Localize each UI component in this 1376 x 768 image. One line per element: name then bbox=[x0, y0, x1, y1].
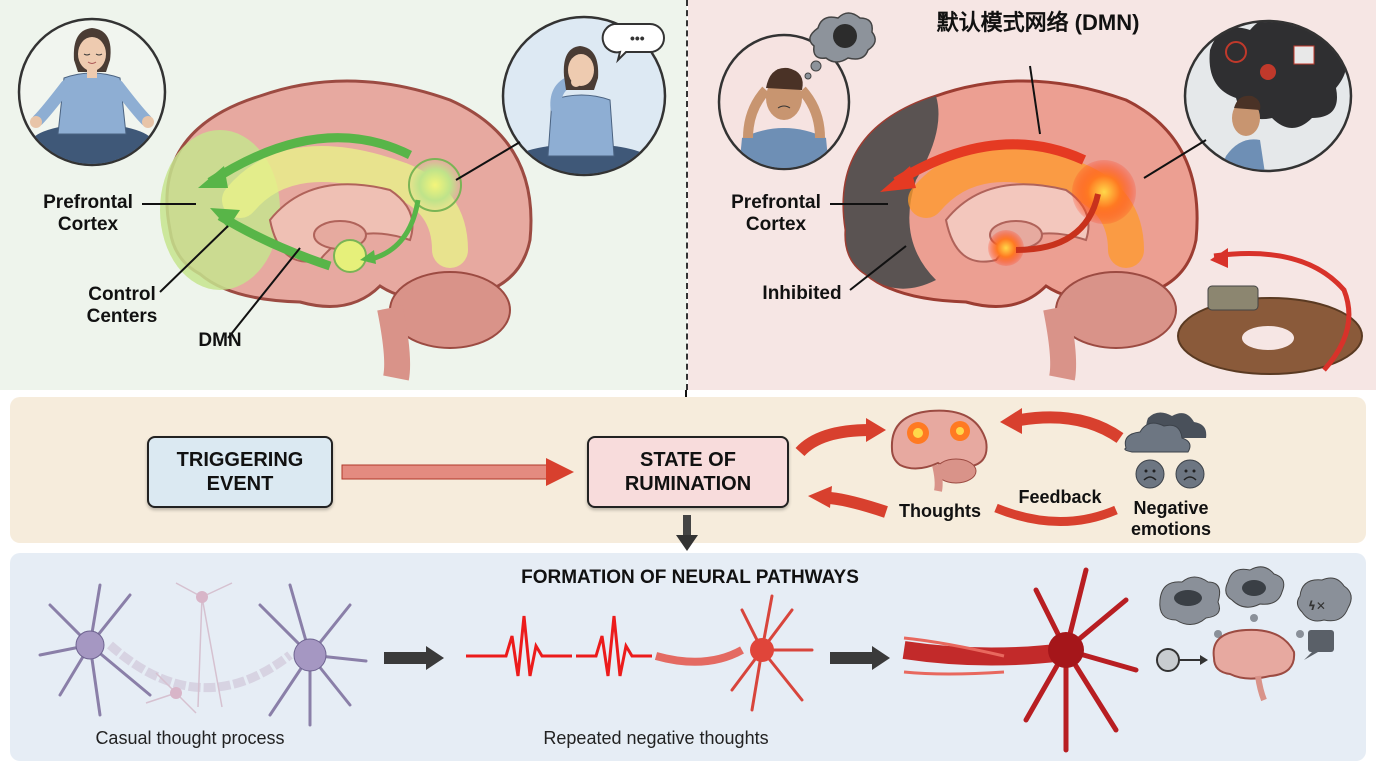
healthy-leader-lines bbox=[142, 141, 693, 424]
triggering-event-box: TRIGGERING EVENT bbox=[147, 436, 333, 508]
healthy-brain-illustration bbox=[160, 79, 533, 381]
trigger-to-rumination-arrow bbox=[341, 458, 574, 486]
label-negative-emotions: Negative emotions bbox=[1130, 498, 1211, 539]
caption-casual-thought: Casual thought process bbox=[95, 728, 285, 748]
svg-text:ϟ✕: ϟ✕ bbox=[1308, 599, 1326, 613]
negative-thoughts-brain-icon: ϟ✕ bbox=[1156, 566, 1352, 702]
storm-clouds-sad-faces-icon bbox=[1124, 412, 1207, 489]
label-prefrontal-cortex-left: Prefrontal Cortex bbox=[43, 192, 133, 235]
meditating-woman-icon bbox=[17, 17, 167, 167]
car-stuck-in-mud-icon bbox=[1177, 248, 1363, 375]
label-dmn-title: 默认模式网络 (DMN) bbox=[936, 10, 1140, 35]
thinking-woman-icon: ••• bbox=[501, 15, 667, 177]
caption-repeated-negative: Repeated negative thoughts bbox=[543, 728, 769, 748]
casual-neurons-illustration bbox=[38, 582, 368, 727]
label-inhibited: Inhibited bbox=[762, 283, 842, 304]
ruminating-leader-lines bbox=[830, 65, 1207, 291]
anxious-man-icon bbox=[1183, 19, 1353, 173]
label-thoughts: Thoughts bbox=[899, 501, 981, 521]
feedback-loop-arrows bbox=[795, 408, 1124, 526]
label-dmn-left: DMN bbox=[198, 330, 242, 351]
label-control-centers: Control Centers bbox=[86, 284, 158, 327]
neural-pathways-band bbox=[10, 553, 1366, 761]
label-feedback: Feedback bbox=[1018, 487, 1102, 507]
panel-divider bbox=[686, 0, 688, 390]
thinking-brain-icon bbox=[890, 409, 988, 492]
label-prefrontal-cortex-right: Prefrontal Cortex bbox=[731, 192, 821, 235]
ruminating-brain-illustration bbox=[842, 79, 1199, 381]
repeated-signal-neuron-illustration bbox=[466, 594, 814, 712]
pathways-title: FORMATION OF NEURAL PATHWAYS bbox=[521, 567, 859, 588]
svg-text:•••: ••• bbox=[630, 30, 645, 46]
state-of-rumination-box: STATE OF RUMINATION bbox=[587, 436, 789, 508]
stressed-man-icon bbox=[717, 12, 876, 171]
right-arrow-icon bbox=[384, 646, 444, 670]
right-arrow-icon-2 bbox=[830, 646, 890, 670]
rumination-to-pathways-arrow bbox=[676, 515, 698, 551]
strong-pathway-neuron-illustration bbox=[902, 567, 1139, 753]
